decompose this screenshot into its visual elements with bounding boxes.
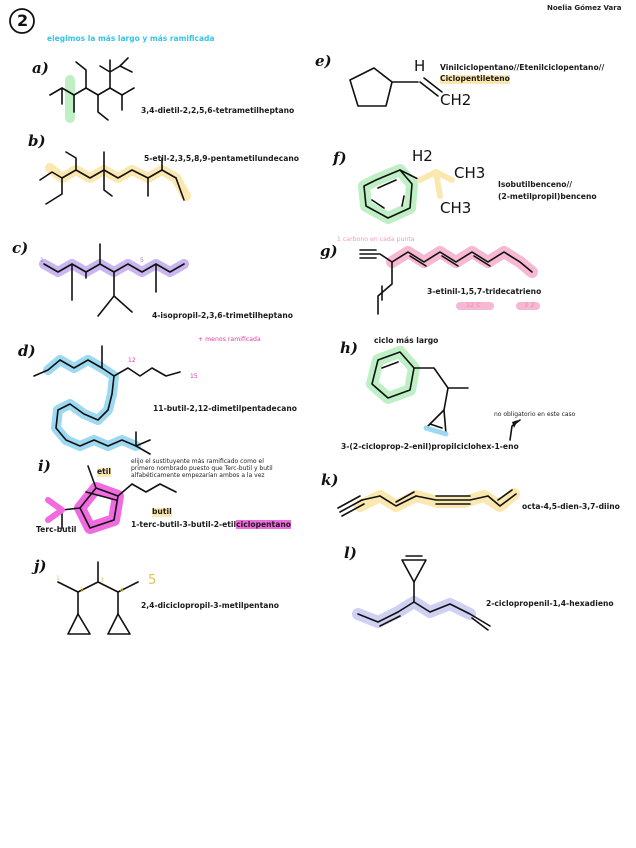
label-b: b): [28, 132, 46, 150]
svg-text:15: 15: [190, 373, 198, 380]
name-i-prefix: 1-terc-butil-3-butil-2-etil: [131, 520, 237, 529]
g-side-note-1: 12 C: [466, 301, 481, 309]
label-e: e): [315, 52, 332, 70]
name-j: 2,4-diciclopropil-3-metilpentano: [141, 601, 279, 610]
atom-e-h: H: [414, 57, 426, 75]
svg-text:4: 4: [120, 587, 124, 594]
instruction-text: elegimos la más largo y más ramificada: [47, 34, 215, 43]
atom-f-ch3a: CH3: [454, 164, 486, 182]
name-k: octa-4,5-dien-3,7-diino: [522, 502, 620, 511]
label-l: l): [344, 544, 357, 562]
note-g: 1 carbono en cada punta: [337, 236, 415, 243]
name-e-line1: Vinilciclopentano//Etenilciclopentano//: [440, 63, 605, 72]
svg-text:5: 5: [148, 573, 156, 588]
structure-j: 1 2 3 4 5: [56, 561, 156, 635]
svg-text:5: 5: [140, 257, 144, 264]
structure-g: [359, 246, 540, 315]
structure-b: [39, 151, 191, 205]
name-a: 3,4-dietil-2,2,5,6-tetrametilheptano: [141, 106, 295, 115]
name-b: 5-etil-2,3,5,8,9-pentametilundecano: [144, 154, 299, 163]
svg-text:2: 2: [80, 587, 84, 594]
name-e-line2: Ciclopentileteno: [440, 74, 510, 84]
name-d: 11-butil-2,12-dimetilpentadecano: [153, 404, 297, 413]
name-c: 4-isopropil-2,3,6-trimetilheptano: [152, 311, 293, 320]
sub-butil: butil: [152, 507, 172, 517]
name-g: 3-etinil-1,5,7-tridecatrieno: [427, 287, 542, 296]
label-i: i): [38, 457, 51, 475]
name-i-suffix: ciclopentano: [236, 520, 291, 529]
note-i: elijo el sustituyente más ramificado com…: [131, 458, 273, 479]
atom-f-ch3b: CH3: [440, 199, 472, 217]
structure-l: [352, 555, 491, 631]
name-l: 2-ciclopropenil-1,4-hexadieno: [486, 599, 614, 608]
label-f: f): [333, 149, 347, 167]
name-i: 1-terc-butil-3-butil-2-etilciclopentano: [131, 520, 291, 530]
note-h: no obligatorio en este caso: [494, 411, 576, 418]
label-a: a): [32, 59, 49, 77]
atom-f-h2: H2: [412, 147, 433, 165]
structure-d: 15 12: [33, 345, 198, 455]
label-j: j): [34, 557, 47, 575]
label-k: k): [321, 471, 339, 489]
structure-f: [358, 164, 455, 224]
svg-text:3: 3: [100, 577, 104, 584]
label-d: d): [18, 342, 36, 360]
exercise-number-circle: [9, 8, 35, 34]
sub-terc-butil: Terc-butil: [36, 525, 77, 534]
name-f-line2: (2-metilpropil)benceno: [498, 192, 597, 201]
exercise-number: 2: [17, 11, 29, 30]
svg-text:1: 1: [40, 257, 44, 264]
sub-etil: etil: [97, 467, 111, 477]
svg-text:12: 12: [128, 357, 136, 364]
name-f-line1: Isobutilbenceno//: [498, 180, 573, 189]
structure-h: [366, 346, 521, 441]
ring-note-h: ciclo más largo: [374, 336, 439, 345]
structure-a: [49, 57, 135, 123]
label-c: c): [12, 239, 29, 257]
label-g: g): [320, 242, 338, 260]
structure-e: [349, 67, 443, 107]
svg-text:1: 1: [56, 575, 60, 582]
structure-c: 1 5: [39, 243, 189, 317]
note-d: + menos ramificada: [198, 336, 261, 343]
structure-i: [45, 465, 177, 534]
g-side-note-2: 3 2: [524, 301, 535, 309]
author-name: Noelia Gómez Vara: [547, 4, 622, 12]
atom-e-ch2: CH2: [440, 91, 472, 109]
label-h: h): [340, 339, 359, 357]
structure-k: [337, 488, 520, 517]
name-h: 3-(2-cicloprop-2-enil)propilciclohex-1-e…: [341, 442, 519, 451]
